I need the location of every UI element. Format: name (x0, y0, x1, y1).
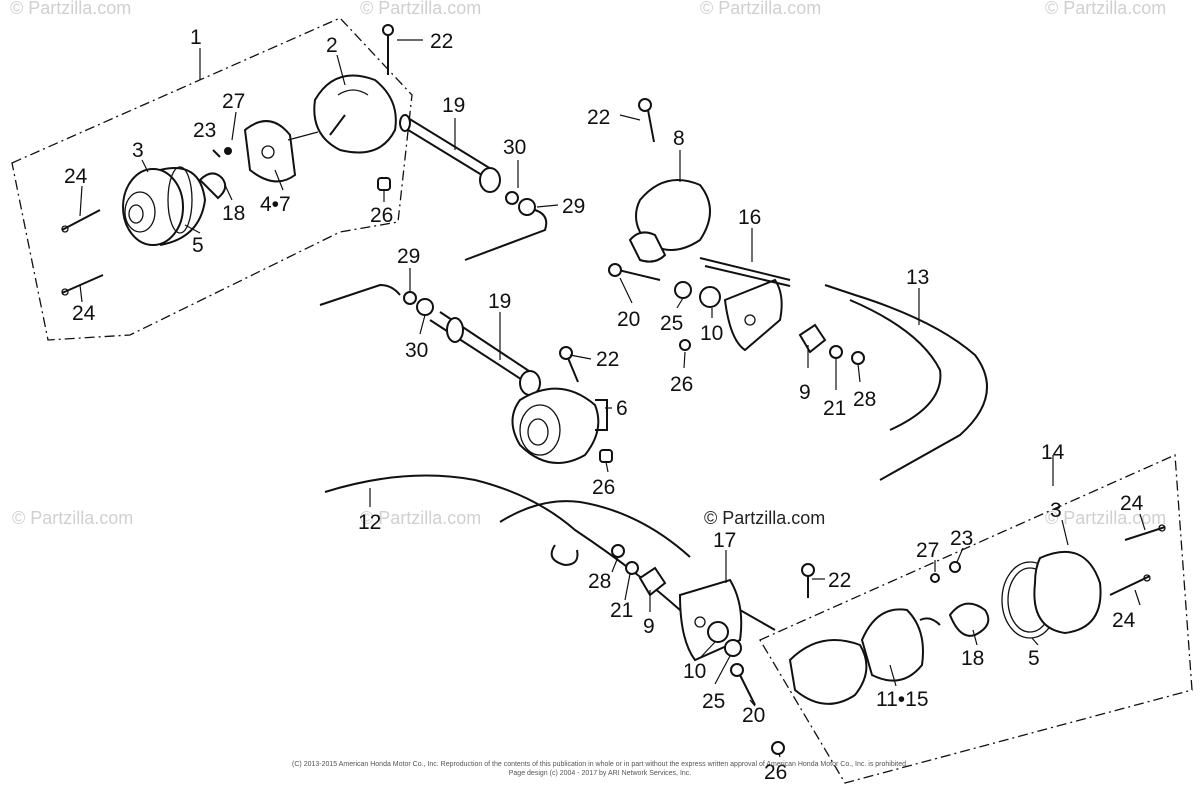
right-assembly-outline (759, 454, 1193, 784)
callout-label: 28 (588, 570, 611, 593)
callout-label: 26 (370, 204, 393, 227)
callout-label: 24 (1112, 609, 1136, 632)
callout-label: 24 (64, 165, 88, 188)
callout-label: 19 (442, 94, 465, 117)
callout-label: 24 (72, 302, 96, 325)
callout-label: 17 (713, 529, 736, 552)
callout-label: 2 (326, 34, 338, 57)
watermark: © Partzilla.com (12, 508, 133, 528)
callout-label: 21 (610, 599, 633, 622)
callout-label: 23 (950, 527, 973, 550)
front-left-turn-signal (319, 283, 613, 464)
watermark-layer: © Partzilla.com © Partzilla.com © Partzi… (10, 0, 1166, 528)
callout-label: 9 (643, 615, 655, 638)
callout-label: 5 (192, 234, 204, 257)
callout-label: 29 (562, 195, 585, 218)
watermark: © Partzilla.com (1045, 508, 1166, 528)
callout-label: 26 (592, 476, 615, 499)
callout-label: 3 (1050, 499, 1062, 522)
watermark-main: © Partzilla.com (704, 508, 825, 528)
callout-label: 19 (488, 290, 511, 313)
watermark: © Partzilla.com (360, 508, 481, 528)
callout-label: 22 (587, 106, 610, 129)
callout-label: 29 (397, 245, 420, 268)
lens-shape (122, 168, 184, 246)
callout-label: 26 (670, 373, 693, 396)
copyright-line: (C) 2013-2015 American Honda Motor Co., … (292, 761, 908, 768)
upper-left-turn-signal (61, 24, 397, 296)
callout-label: 30 (405, 339, 428, 362)
callout-label: 10 (700, 322, 723, 345)
callout-label: 9 (799, 381, 811, 404)
callout-label: 25 (660, 312, 683, 335)
callout-label: 22 (596, 348, 619, 371)
callout-label: 30 (503, 136, 526, 159)
watermark: © Partzilla.com (700, 0, 821, 18)
page-design-line: Page design (c) 2004 - 2017 by ARI Netwo… (509, 770, 692, 777)
watermark: © Partzilla.com (360, 0, 481, 18)
callout-label: 18 (961, 647, 984, 670)
callout-label: 26 (764, 761, 787, 784)
upper-stay-rod (377, 114, 548, 261)
callout-label: 6 (616, 397, 628, 420)
callout-label: 27 (222, 90, 245, 113)
callout-label: 22 (828, 569, 851, 592)
callout-label: 4•7 (260, 193, 291, 216)
left-assembly-outline (11, 17, 413, 341)
callout-label: 20 (617, 308, 640, 331)
callout-label: 28 (853, 388, 876, 411)
leader-lines (79, 39, 1146, 758)
rear-upper-turn-signal (608, 98, 988, 481)
lower-wiring-bracket (324, 474, 785, 755)
callout-label: 27 (916, 539, 939, 562)
callout-label: 23 (193, 119, 216, 142)
watermark: © Partzilla.com (10, 0, 131, 18)
callout-label: 10 (683, 660, 706, 683)
callout-label: 16 (738, 206, 761, 229)
assembly-boundaries (11, 17, 1193, 784)
callout-label: 3 (132, 139, 144, 162)
callout-label: 25 (702, 690, 725, 713)
callout-labels: 1 2 3 27 23 24 24 18 5 4•7 22 19 30 29 2… (64, 26, 1144, 784)
callout-label: 11•15 (876, 688, 929, 711)
callout-label: 8 (673, 127, 685, 150)
footer: (C) 2013-2015 American Honda Motor Co., … (292, 761, 908, 777)
callout-label: 20 (742, 704, 765, 727)
callout-label: 12 (358, 511, 381, 534)
callout-label: 18 (222, 202, 245, 225)
callout-label: 1 (190, 26, 202, 49)
watermark: © Partzilla.com (1045, 0, 1166, 18)
lower-right-turn-signal (788, 524, 1166, 705)
callout-label: 21 (823, 397, 846, 420)
callout-label: 14 (1041, 441, 1065, 464)
callout-label: 5 (1028, 647, 1040, 670)
callout-label: 13 (906, 266, 929, 289)
callout-label: 24 (1120, 492, 1144, 515)
callout-label: 22 (430, 30, 453, 53)
